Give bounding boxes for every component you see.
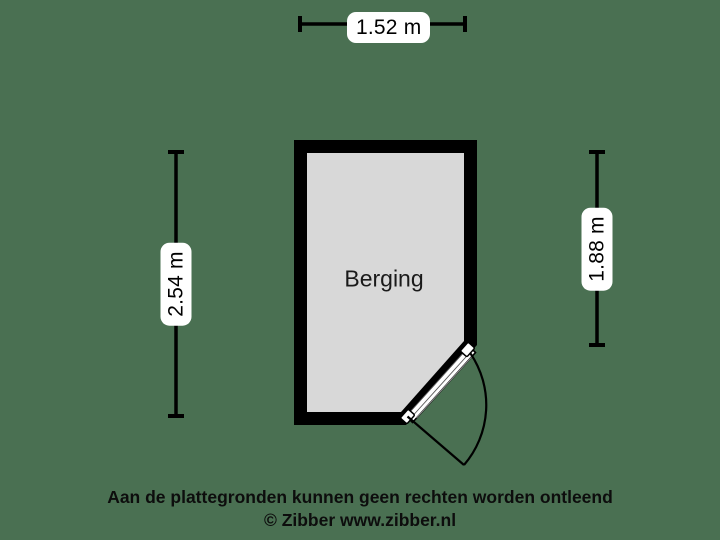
door-swing-radius <box>406 415 465 466</box>
door-swing-arc <box>463 352 488 466</box>
disclaimer-caption: Aan de plattegronden kunnen geen rechten… <box>0 486 720 532</box>
dimension-label-left: 2.54 m <box>160 242 192 326</box>
dimension-label-top: 1.52 m <box>347 12 431 43</box>
room-label-berging: Berging <box>344 265 424 292</box>
dimension-label-right: 1.88 m <box>581 207 613 291</box>
copyright-text: © Zibber www.zibber.nl <box>263 510 457 530</box>
disclaimer-text: Aan de plattegronden kunnen geen rechten… <box>107 487 613 507</box>
door-hinge-icon <box>460 341 475 358</box>
room-interior-floor <box>307 153 464 412</box>
